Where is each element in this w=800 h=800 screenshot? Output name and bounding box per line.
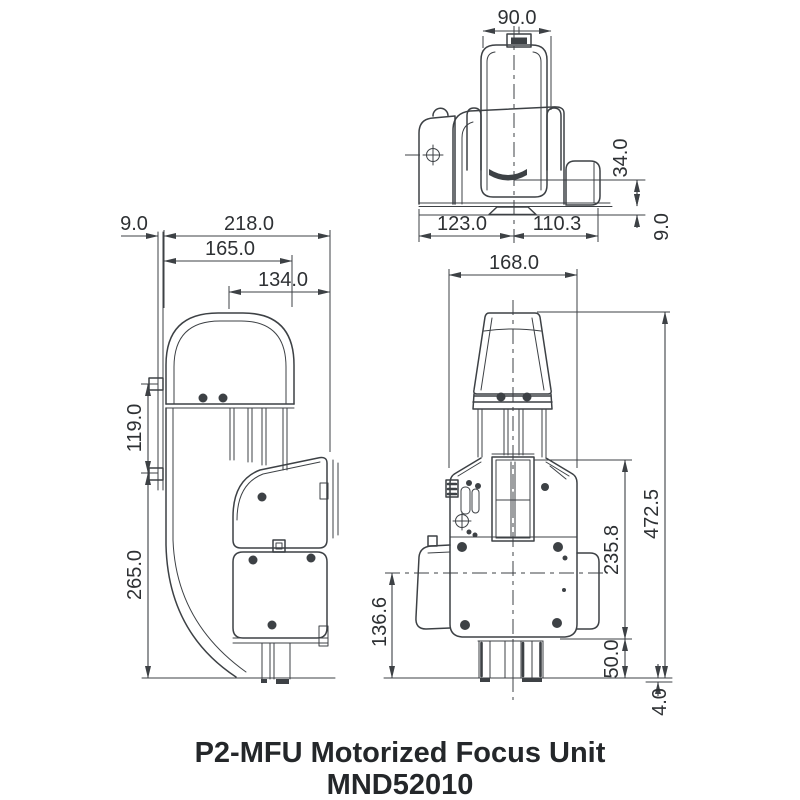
title-block: P2-MFU Motorized Focus Unit MND52010 xyxy=(195,737,606,800)
dim-front-total-height: 472.5 xyxy=(641,489,663,539)
dim-side-dome-depth: 165.0 xyxy=(205,238,255,260)
dim-front-body-height: 235.8 xyxy=(601,525,623,575)
dim-top-head-width: 90.0 xyxy=(498,7,537,29)
drawing-title: P2-MFU Motorized Focus Unit xyxy=(195,737,606,769)
dim-top-base-offset: 9.0 xyxy=(651,213,673,241)
dim-front-body-width: 168.0 xyxy=(489,252,539,274)
dim-top-front-width: 110.3 xyxy=(533,213,582,235)
dim-top-step-height: 34.0 xyxy=(610,139,632,178)
dim-front-center-height: 136.6 xyxy=(369,597,391,647)
dim-top-rear-width: 123.0 xyxy=(437,213,487,235)
front-view: 168.0 472.5 235.8 50.0 4.0 136.6 xyxy=(369,252,673,716)
dim-side-clip-span: 119.0 xyxy=(124,404,146,453)
dim-front-base-height: 50.0 xyxy=(601,640,623,679)
drawing-model-number: MND52010 xyxy=(327,769,474,800)
dim-front-foot-height: 4.0 xyxy=(649,688,671,716)
side-view: 9.0 218.0 165.0 134.0 119.0 265.0 xyxy=(120,213,339,684)
dim-side-lower-height: 265.0 xyxy=(124,550,146,600)
dim-side-rear-offset: 9.0 xyxy=(120,213,148,235)
top-view: 90.0 123.0 110.3 34.0 9.0 xyxy=(405,7,673,243)
dim-side-front-depth: 134.0 xyxy=(258,269,308,291)
dim-side-total-depth: 218.0 xyxy=(224,213,274,235)
